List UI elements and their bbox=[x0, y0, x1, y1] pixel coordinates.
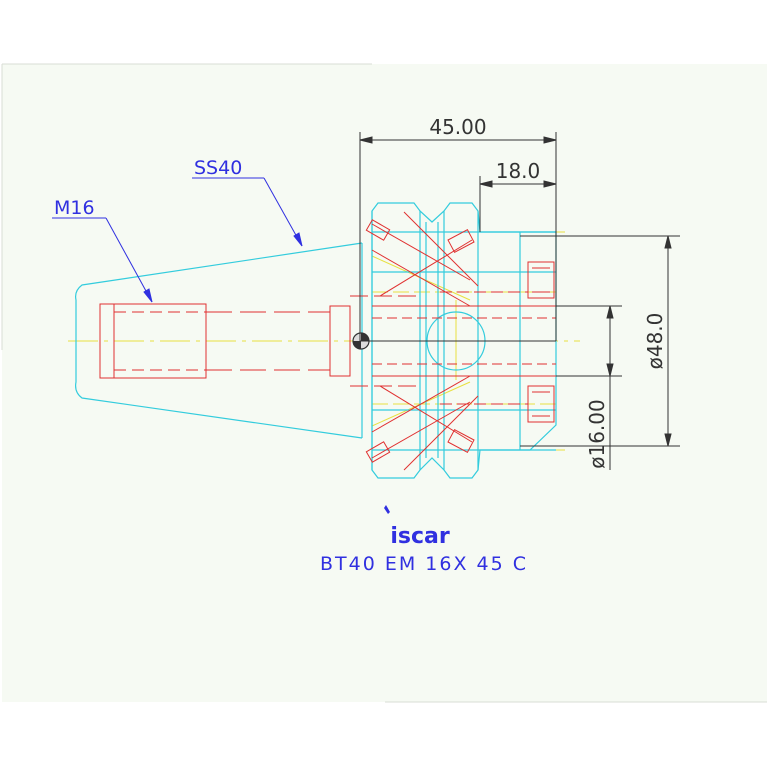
dim-flange-length: 18.0 bbox=[496, 159, 541, 183]
dim-bore-diameter: ø16.00 bbox=[585, 399, 609, 469]
thread-label: M16 bbox=[54, 197, 95, 219]
dimension-lines bbox=[359, 132, 680, 470]
manufacturer-logo: iscar bbox=[384, 505, 450, 549]
dim-flange-diameter: ø48.0 bbox=[643, 313, 667, 370]
taper-label: SS40 bbox=[194, 157, 242, 179]
dim-overall-length: 45.00 bbox=[429, 115, 486, 139]
svg-text:iscar: iscar bbox=[390, 524, 450, 549]
model-designation: BT40 EM 16X 45 C bbox=[320, 553, 528, 575]
hidden-features bbox=[99, 211, 556, 471]
drawing-area bbox=[2, 64, 767, 702]
screw-upper bbox=[527, 261, 555, 299]
leader-lines bbox=[52, 177, 303, 303]
logo-mark-icon bbox=[384, 505, 390, 514]
taper-shank bbox=[75, 242, 363, 439]
